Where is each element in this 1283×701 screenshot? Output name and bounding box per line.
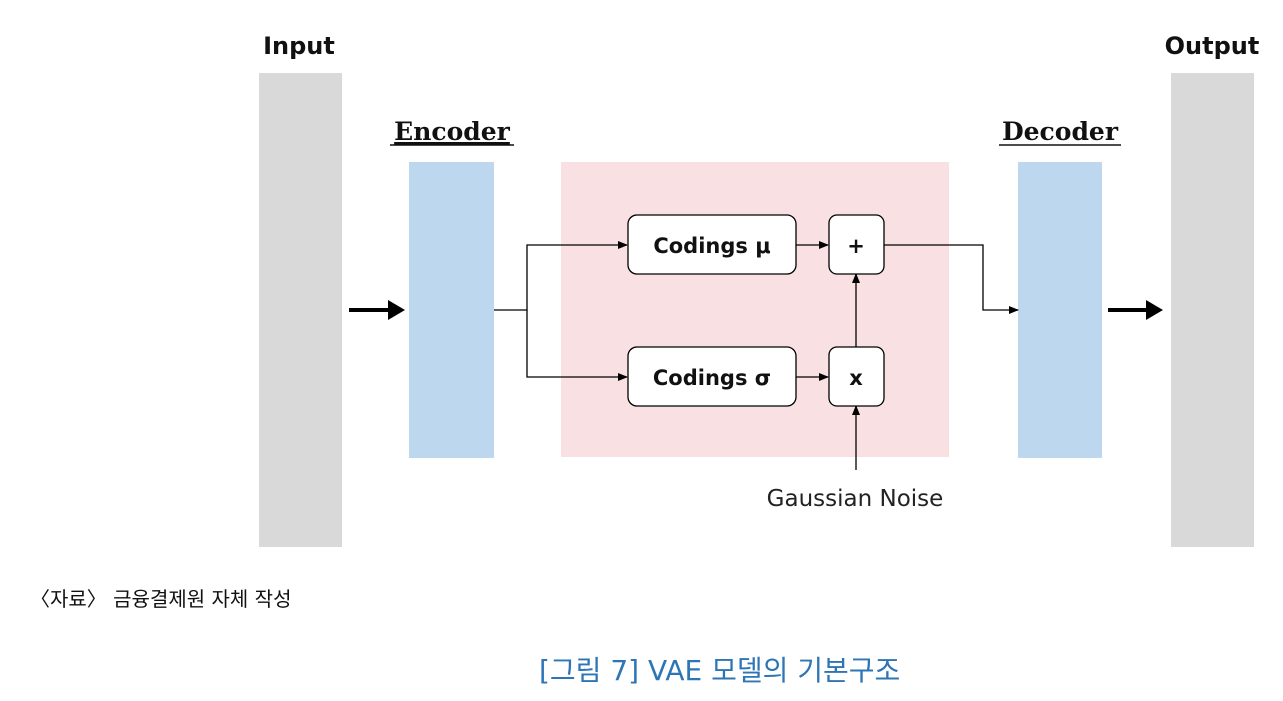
decoder-bar <box>1018 162 1102 458</box>
input-label: Input <box>263 32 335 60</box>
source-caption: 〈자료〉 금융결제원 자체 작성 <box>30 587 292 611</box>
codings-mu-label: Codings μ <box>653 234 770 258</box>
input-bar <box>259 73 342 547</box>
decoder-label: Decoder <box>1002 117 1119 146</box>
output-label: Output <box>1165 32 1260 60</box>
output-arrow-head <box>1146 300 1163 320</box>
encoder-label: Encoder <box>394 117 511 146</box>
latent-region <box>561 162 949 457</box>
output-bar <box>1171 73 1254 547</box>
encoder-bar <box>409 162 494 458</box>
vae-diagram: Input Output Encoder Decoder Codings μ C… <box>259 32 1260 547</box>
plus-to-decoder-connector <box>884 244 1019 314</box>
plus-operator-label: + <box>847 234 865 258</box>
codings-sigma-box <box>627 346 797 407</box>
times-operator-box <box>828 346 885 407</box>
encoder-to-sigma-connector <box>526 310 628 381</box>
gaussian-noise-label: Gaussian Noise <box>767 486 944 512</box>
figure-caption: [그림 7] VAE 모델의 기본구조 <box>539 654 901 687</box>
input-arrow-head <box>388 300 405 320</box>
times-operator-label: x <box>849 366 863 390</box>
plus-operator-box <box>828 214 885 275</box>
codings-sigma-label: Codings σ <box>653 366 771 390</box>
encoder-to-mu-connector <box>494 241 628 311</box>
codings-mu-box <box>627 214 797 275</box>
